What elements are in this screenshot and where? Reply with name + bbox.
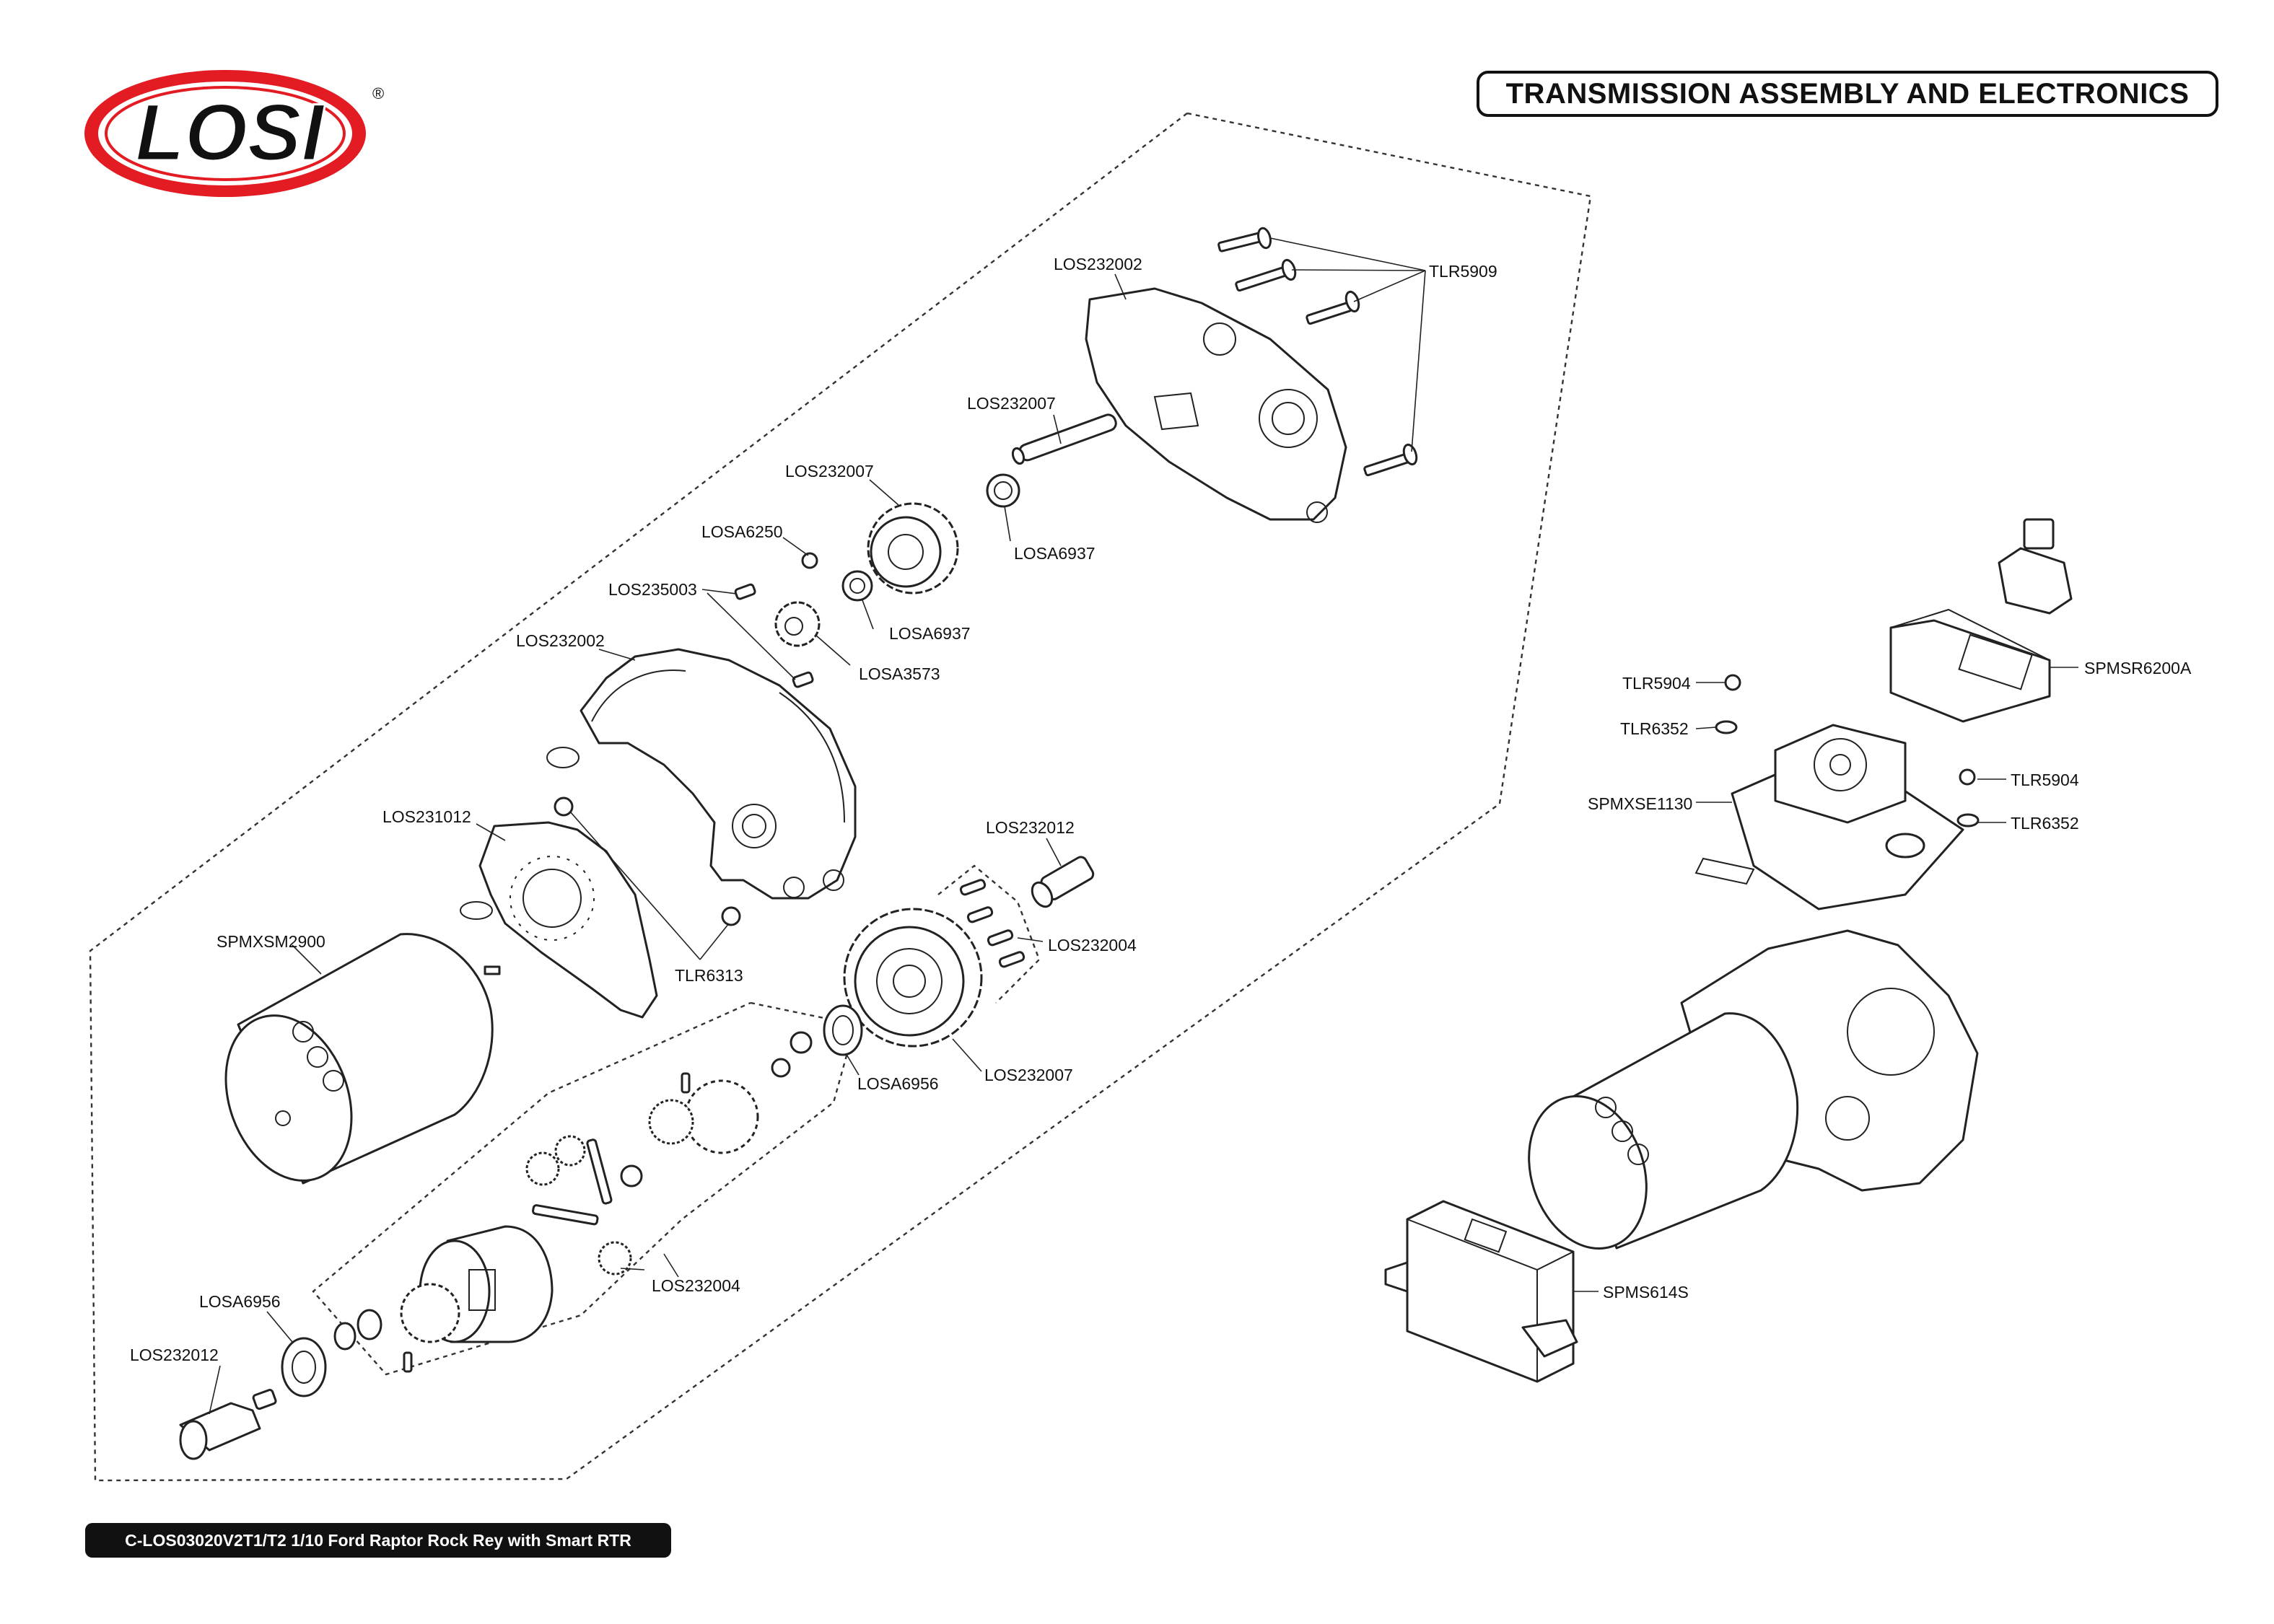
bearing-spur [823,1004,863,1056]
set-screw [801,552,818,569]
assembly-enclosure [89,112,1592,1482]
outdrive-top [1031,856,1095,908]
pins-los232004 [937,864,1041,1004]
motor-plate [460,821,658,1019]
label-los232007-idler: LOS232007 [785,462,874,480]
gear-cover-top [1085,287,1347,523]
losi-logo: LOSI ® [84,70,384,197]
idler-shaft [1011,413,1117,465]
label-tlr5909: TLR5909 [1429,262,1497,281]
label-los231012: LOS231012 [382,807,471,826]
label-losa6956-spur: LOSA6956 [857,1074,939,1093]
page-title: TRANSMISSION ASSEMBLY AND ELECTRONICS [1505,77,2190,110]
label-spmxse1130: SPMXSE1130 [1588,794,1692,813]
servo-illustration [1384,1200,1578,1383]
bearing-lower [841,570,873,602]
diff-internals [333,1031,813,1373]
part-labels: LOS232002 TLR5909 LOS232007 LOS232007 LO… [130,255,2192,1364]
label-losa6250: LOSA6250 [701,522,783,541]
label-spms614s: SPMS614S [1603,1283,1689,1302]
motor-illustration [224,933,501,1185]
receiver-illustration [1889,518,2073,723]
label-tlr5904-left: TLR5904 [1622,674,1691,693]
pinion-gear [774,601,821,647]
label-los232007-shaft: LOS232007 [967,394,1056,413]
label-losa6937-upper: LOSA6937 [1014,544,1096,563]
label-tlr5904-right: TLR5904 [2011,771,2079,789]
logo-text: LOSI [135,87,325,177]
assembled-drivetrain [1528,929,1979,1250]
label-los232012-top: LOS232012 [986,818,1075,837]
bearing-upper [986,473,1020,508]
label-los232004-pins: LOS232004 [1048,936,1137,954]
esc-illustration [1694,724,1964,910]
label-losa6956-diff: LOSA6956 [199,1292,281,1311]
idler-gear [867,502,959,594]
label-tlr6352-right: TLR6352 [2011,814,2079,833]
page-title-box: TRANSMISSION ASSEMBLY AND ELECTRONICS [1477,71,2218,117]
registered-mark: ® [372,84,384,102]
leader-lines [209,237,2078,1415]
screws-tlr5909 [1217,227,1418,477]
label-losa3573: LOSA3573 [859,664,940,683]
outdrive-bottom [179,1389,277,1460]
label-tlr6352-left: TLR6352 [1620,719,1689,738]
label-los235003: LOS235003 [608,580,697,599]
spur-gear [843,908,983,1048]
screws-los235003 [734,583,814,688]
label-los232002-cover: LOS232002 [1054,255,1142,273]
label-tlr6313: TLR6313 [675,966,743,985]
label-los232012-bottom: LOS232012 [130,1346,219,1364]
label-los232007-spur: LOS232007 [984,1066,1073,1084]
label-spmxsm2900: SPMXSM2900 [217,932,325,951]
esc-hardware [1715,674,1980,828]
label-losa6937-lower: LOSA6937 [889,624,971,643]
label-los232004-diff: LOS232004 [652,1276,740,1295]
label-los232002-housing: LOS232002 [516,631,605,650]
gearbox-housing [546,648,857,900]
footer-model: C-LOS03020V2T1/T2 1/10 Ford Raptor Rock … [125,1530,631,1550]
bearing-diff [281,1337,327,1397]
nuts-tlr6313 [554,796,741,926]
footer-model-box: C-LOS03020V2T1/T2 1/10 Ford Raptor Rock … [85,1523,671,1558]
label-spmsr6200a: SPMSR6200A [2084,659,2192,677]
